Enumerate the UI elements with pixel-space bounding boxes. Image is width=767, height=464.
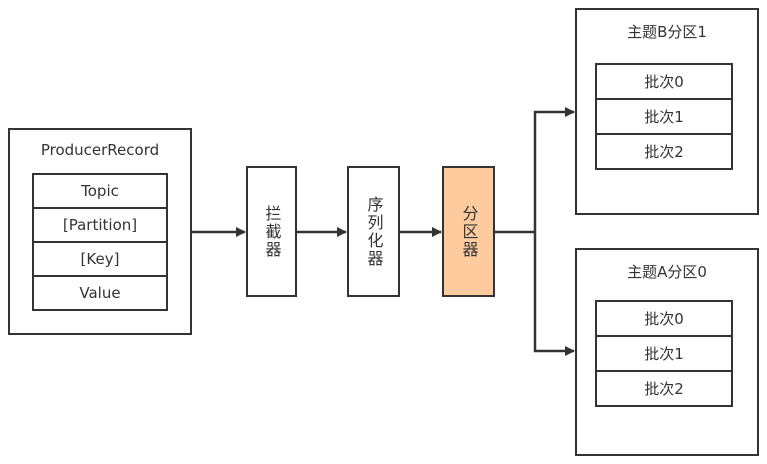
field-partition: [Partition] (32, 207, 168, 243)
batch-1: 批次1 (595, 335, 733, 372)
partition-a0-title: 主题A分区0 (627, 263, 707, 281)
batch-0: 批次0 (595, 63, 733, 100)
serializer-box: 序列化器 (347, 166, 400, 297)
producer-record-box: ProducerRecord Topic [Partition] [Key] V… (8, 128, 192, 335)
partitioner-label: 分区器 (459, 204, 479, 259)
arrow-to-partition-b1 (533, 107, 575, 232)
arrow-to-partition-a0 (533, 232, 575, 356)
batch-1: 批次1 (595, 98, 733, 135)
interceptor-label: 拦截器 (262, 204, 282, 259)
batch-2: 批次2 (595, 133, 733, 170)
batch-0: 批次0 (595, 300, 733, 337)
field-value: Value (32, 275, 168, 311)
interceptor-box: 拦截器 (246, 166, 297, 297)
partition-a0-box: 主题A分区0 批次0 批次1 批次2 (575, 248, 759, 456)
field-topic: Topic (32, 173, 168, 209)
partition-b1-title: 主题B分区1 (627, 23, 707, 41)
partition-b1-box: 主题B分区1 批次0 批次1 批次2 (575, 8, 759, 215)
serializer-label: 序列化器 (364, 195, 384, 268)
partitioner-box: 分区器 (442, 166, 495, 297)
field-key: [Key] (32, 241, 168, 277)
batch-2: 批次2 (595, 370, 733, 407)
producer-record-title: ProducerRecord (40, 141, 160, 159)
